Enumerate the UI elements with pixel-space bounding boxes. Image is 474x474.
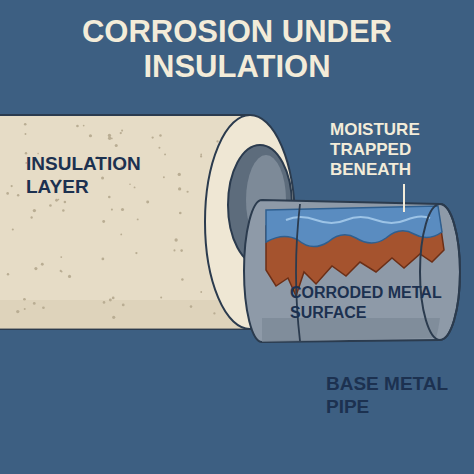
texture-dot: [60, 270, 62, 272]
texture-dot: [103, 301, 106, 304]
texture-dot: [159, 134, 161, 136]
insulation-label: INSULATION LAYER: [26, 152, 158, 198]
texture-dot: [108, 134, 111, 137]
texture-dot: [6, 192, 9, 195]
texture-dot: [24, 308, 26, 310]
texture-dot: [24, 123, 27, 126]
texture-dot: [111, 209, 113, 211]
texture-dot: [83, 125, 85, 127]
texture-dot: [23, 298, 26, 301]
texture-dot: [163, 176, 165, 178]
texture-dot: [33, 209, 36, 212]
leader-line: [403, 184, 405, 212]
texture-dot: [178, 187, 181, 190]
corrosion-label: CORRODED METAL SURFACE: [290, 283, 470, 323]
texture-dot: [137, 218, 139, 220]
texture-dot: [129, 183, 131, 185]
pipe-end: [420, 204, 460, 340]
texture-dot: [216, 140, 218, 142]
texture-dot: [17, 194, 19, 196]
texture-dot: [181, 278, 184, 281]
texture-dot: [122, 303, 125, 306]
water-ripple: [286, 216, 430, 223]
texture-dot: [158, 147, 160, 149]
texture-dot: [41, 263, 44, 266]
texture-dot: [187, 191, 189, 193]
texture-dot: [164, 153, 166, 155]
texture-dot: [30, 216, 32, 218]
pipe-shade: [262, 318, 440, 342]
texture-dot: [108, 196, 111, 199]
texture-dot: [200, 154, 202, 156]
texture-dot: [112, 316, 115, 319]
texture-dot: [115, 144, 118, 147]
texture-dot: [112, 297, 115, 300]
texture-dot: [146, 200, 149, 203]
texture-dot: [120, 132, 122, 134]
texture-dot: [121, 208, 124, 211]
texture-dot: [89, 134, 92, 137]
texture-dot: [134, 186, 136, 188]
texture-dot: [178, 173, 181, 176]
texture-dot: [12, 228, 14, 230]
texture-dot: [11, 185, 13, 187]
texture-dot: [200, 291, 202, 293]
texture-dot: [200, 155, 202, 157]
texture-dot: [174, 238, 177, 241]
texture-dot: [49, 204, 52, 207]
texture-dot: [120, 233, 122, 235]
texture-dot: [173, 249, 175, 251]
texture-dot: [42, 306, 45, 309]
texture-dot: [62, 209, 65, 212]
texture-dot: [102, 220, 105, 223]
texture-dot: [151, 136, 153, 138]
texture-dot: [109, 299, 112, 302]
texture-dot: [25, 133, 27, 135]
texture-dot: [34, 267, 37, 270]
texture-dot: [33, 302, 36, 305]
texture-dot: [101, 177, 104, 180]
texture-dot: [108, 137, 111, 140]
diagram-title: CORROSION UNDER INSULATION: [60, 14, 414, 84]
trapped-moisture: [266, 206, 442, 247]
moisture-label: MOISTURE TRAPPED BENEATH: [330, 120, 470, 180]
texture-dot: [58, 199, 60, 201]
insulation-shade: [0, 300, 250, 329]
texture-dot: [76, 125, 79, 128]
texture-dot: [190, 305, 193, 308]
texture-dot: [121, 130, 123, 132]
texture-dot: [55, 199, 58, 202]
texture-dot: [135, 252, 137, 254]
texture-dot: [64, 201, 67, 204]
texture-dot: [60, 256, 62, 258]
texture-dot: [7, 273, 9, 275]
texture-dot: [180, 249, 183, 252]
texture-dot: [213, 312, 215, 314]
insulation-edge: [0, 114, 250, 116]
pipe-label: BASE METAL PIPE: [326, 372, 466, 418]
texture-dot: [179, 212, 182, 215]
texture-dot: [101, 258, 104, 261]
texture-dot: [68, 275, 71, 278]
texture-dot: [16, 310, 19, 313]
texture-dot: [160, 296, 162, 298]
